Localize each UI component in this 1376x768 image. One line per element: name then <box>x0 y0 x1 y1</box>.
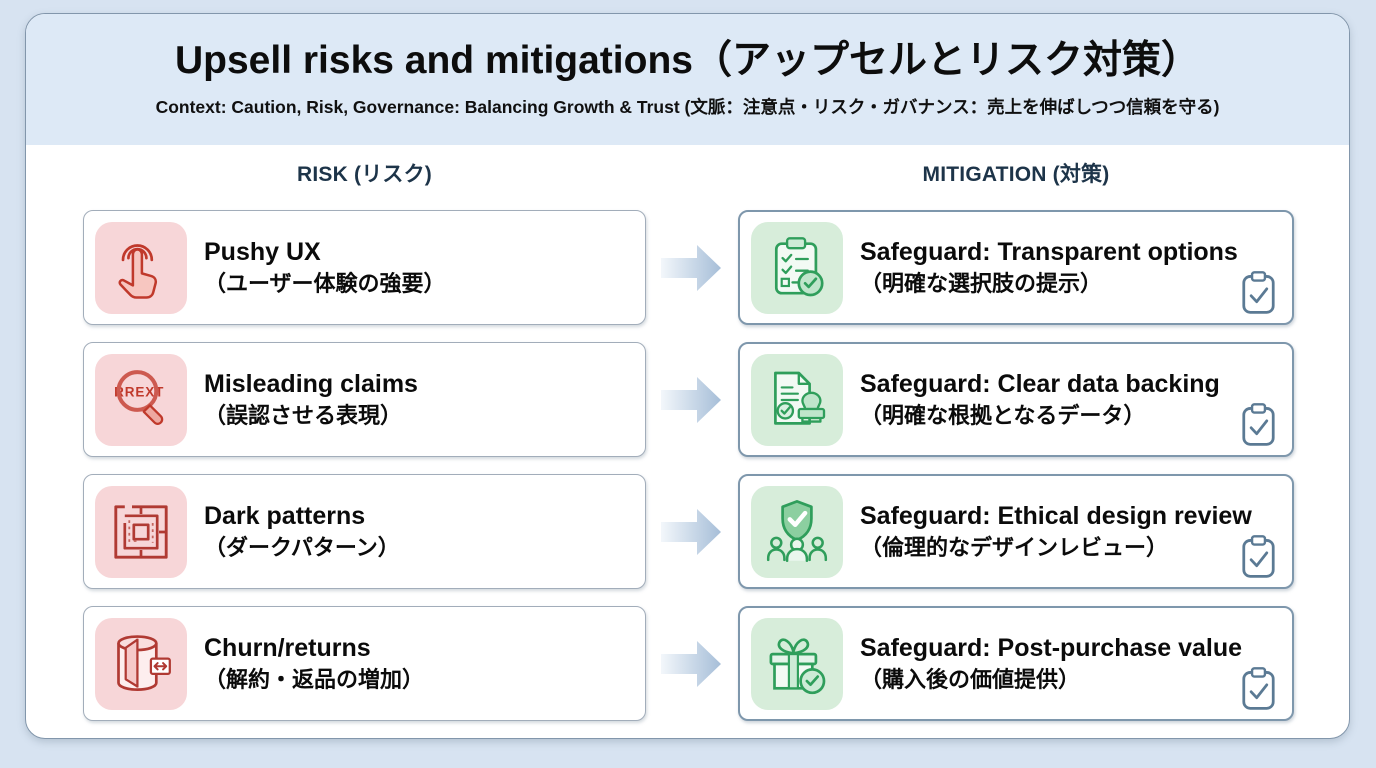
risk-title: Pushy UX <box>204 238 321 267</box>
risk-subtitle: （誤認させる表現） <box>204 403 403 429</box>
mitigation-title: Safeguard: Clear data backing <box>860 370 1220 399</box>
diagram-row: Misleading claims （誤認させる表現） Safeguard: C… <box>83 342 1349 457</box>
risk-column-header: RISK (リスク) <box>297 163 432 186</box>
risk-title: Misleading claims <box>204 370 418 399</box>
diagram-row: Dark patterns （ダークパターン） Safeguard: Ethic… <box>83 474 1349 589</box>
diagram-row: Churn/returns （解約・返品の増加） Safeguard: Post… <box>83 606 1349 721</box>
risk-subtitle: （ダークパターン） <box>204 535 400 561</box>
slide-header: Upsell risks and mitigations（アップセルとリスク対策… <box>26 14 1349 145</box>
mitigation-title: Safeguard: Transparent options <box>860 238 1238 267</box>
mitigation-card: Safeguard: Post-purchase value （購入後の価値提供… <box>738 606 1294 721</box>
mitigation-column-header: MITIGATION (対策) <box>922 163 1110 186</box>
mitigation-title: Safeguard: Post-purchase value <box>860 634 1243 663</box>
mitigation-card: Safeguard: Ethical design review （倫理的なデザ… <box>738 474 1294 589</box>
risk-card: Misleading claims （誤認させる表現） <box>83 342 646 457</box>
document-stamp-icon <box>751 353 843 446</box>
clipboard-check-badge-icon <box>1240 666 1277 712</box>
arrow-right-icon <box>661 506 723 558</box>
clipboard-check-badge-icon <box>1240 402 1277 448</box>
risk-card: Pushy UX （ユーザー体験の強要） <box>83 210 646 325</box>
page-title: Upsell risks and mitigations（アップセルとリスク対策… <box>175 39 1200 82</box>
risk-subtitle: （解約・返品の増加） <box>204 667 425 693</box>
risk-card: Dark patterns （ダークパターン） <box>83 474 646 589</box>
arrow-right-icon <box>661 242 723 294</box>
mitigation-subtitle: （倫理的なデザインレビュー） <box>860 535 1169 561</box>
mitigation-card: Safeguard: Clear data backing （明確な根拠となるデ… <box>738 342 1294 457</box>
mitigation-title: Safeguard: Ethical design review <box>860 502 1252 531</box>
diagram-body: RISK (リスク) MITIGATION (対策) Pushy UX （ユーザ… <box>26 145 1349 721</box>
arrow-right-icon <box>661 374 723 426</box>
risk-title: Churn/returns <box>204 634 371 663</box>
diagram-row: Pushy UX （ユーザー体験の強要） Safeguard: Transpar… <box>83 210 1349 325</box>
magnifier-misleading-icon <box>95 353 187 446</box>
maze-dark-pattern-icon <box>95 485 187 578</box>
risk-subtitle: （ユーザー体験の強要） <box>204 271 446 297</box>
exit-door-churn-icon <box>95 617 187 710</box>
risk-card: Churn/returns （解約・返品の増加） <box>83 606 646 721</box>
shield-team-review-icon <box>751 485 843 578</box>
clipboard-checklist-icon <box>751 221 843 314</box>
tap-press-icon <box>95 221 187 314</box>
clipboard-check-badge-icon <box>1240 534 1277 580</box>
mitigation-subtitle: （明確な選択肢の提示） <box>860 271 1103 297</box>
risk-title: Dark patterns <box>204 502 366 531</box>
slide-panel: Upsell risks and mitigations（アップセルとリスク対策… <box>25 13 1350 739</box>
clipboard-check-badge-icon <box>1240 270 1277 316</box>
mitigation-subtitle: （購入後の価値提供） <box>860 667 1081 693</box>
arrow-right-icon <box>661 638 723 690</box>
mitigation-card: Safeguard: Transparent options （明確な選択肢の提… <box>738 210 1294 325</box>
gift-check-icon <box>751 617 843 710</box>
page-subtitle: Context: Caution, Risk, Governance: Bala… <box>155 97 1220 117</box>
mitigation-subtitle: （明確な根拠となるデータ） <box>860 403 1146 429</box>
